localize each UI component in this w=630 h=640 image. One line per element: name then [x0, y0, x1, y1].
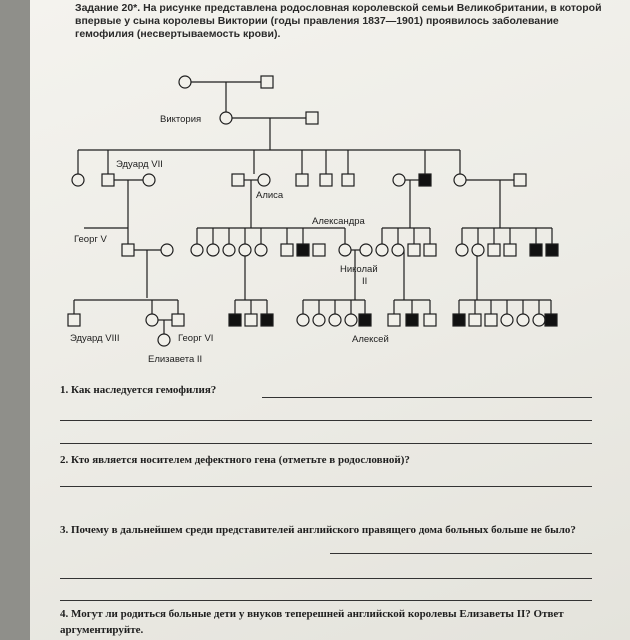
male-symbol: [423, 313, 437, 327]
label-edward8: Эдуард VIII: [70, 333, 120, 344]
alice-symbol: [257, 173, 271, 187]
male-symbol: [484, 313, 498, 327]
task-statement: Задание 20*. На рисунке представлена род…: [75, 2, 605, 41]
female-symbol: [455, 243, 469, 257]
female-symbol: [206, 243, 220, 257]
male-symbol: [312, 243, 326, 257]
label-victoria: Виктория: [160, 114, 201, 125]
female-symbol: [392, 173, 406, 187]
male-symbol: [244, 313, 258, 327]
label-alexandra: Александра: [312, 216, 366, 227]
answer-line[interactable]: [60, 443, 592, 444]
female-symbol: [145, 313, 159, 327]
affected-male-symbol: [405, 313, 419, 327]
alexei-symbol: [358, 313, 372, 327]
female-symbol: [312, 313, 326, 327]
male-symbol: [423, 243, 437, 257]
male-symbol: [260, 75, 274, 89]
affected-male-symbol: [545, 243, 559, 257]
male-symbol: [468, 313, 482, 327]
female-symbol: [375, 243, 389, 257]
answer-line[interactable]: [60, 578, 592, 579]
female-symbol: [160, 243, 174, 257]
george6-symbol: [171, 313, 185, 327]
nicholas2-symbol: [359, 243, 373, 257]
male-symbol: [503, 243, 517, 257]
affected-male-symbol: [228, 313, 242, 327]
label-alexei: Алексей: [352, 334, 389, 345]
affected-male-symbol: [452, 313, 466, 327]
female-symbol: [532, 313, 546, 327]
label-alice: Алиса: [256, 190, 284, 201]
female-symbol: [71, 173, 85, 187]
affected-male-symbol: [529, 243, 543, 257]
answer-line[interactable]: [330, 553, 592, 554]
pedigree-chart: Виктория Эдуард VII Алиса Александра Гео…: [67, 75, 559, 365]
edward8-symbol: [67, 313, 81, 327]
affected-male-symbol: [418, 173, 432, 187]
edward7-symbol: [101, 173, 115, 187]
affected-male-symbol: [260, 313, 274, 327]
female-symbol: [190, 243, 204, 257]
answer-line[interactable]: [60, 600, 592, 601]
question-1: 1. Как наследуется гемофилия?: [60, 384, 217, 396]
question-4: 4. Могут ли родиться больные дети у внук…: [60, 608, 564, 636]
female-symbol: [238, 243, 252, 257]
alexandra-symbol: [338, 243, 352, 257]
worksheet-page: Задание 20*. На рисунке представлена род…: [30, 0, 630, 640]
female-symbol: [453, 173, 467, 187]
male-symbol: [407, 243, 421, 257]
label-elizabeth2: Елизавета II: [148, 354, 202, 365]
answer-line[interactable]: [262, 397, 592, 398]
female-symbol: [254, 243, 268, 257]
victoria-symbol: [219, 111, 233, 125]
female-symbol: [344, 313, 358, 327]
male-symbol: [231, 173, 245, 187]
female-symbol: [391, 243, 405, 257]
question-3: 3. Почему в дальнейшем среди представите…: [60, 524, 576, 536]
question-2: 2. Кто является носителем дефектного ген…: [60, 454, 410, 466]
female-symbol: [471, 243, 485, 257]
affected-male-symbol: [296, 243, 310, 257]
label-nicholas2: Николай: [340, 264, 378, 275]
task-label: Задание 20*.: [75, 2, 141, 14]
female-symbol: [178, 75, 192, 89]
female-symbol: [328, 313, 342, 327]
label-george5: Георг V: [74, 234, 107, 245]
task-text: На рисунке представлена родословная коро…: [75, 2, 602, 40]
george5-symbol: [121, 243, 135, 257]
female-symbol: [516, 313, 530, 327]
answer-line[interactable]: [60, 420, 592, 421]
male-symbol: [513, 173, 527, 187]
male-symbol: [387, 313, 401, 327]
male-symbol: [487, 243, 501, 257]
label-george6: Георг VI: [178, 333, 213, 344]
female-symbol: [500, 313, 514, 327]
affected-male-symbol: [544, 313, 558, 327]
male-symbol: [319, 173, 333, 187]
male-symbol: [280, 243, 294, 257]
answer-line[interactable]: [60, 486, 592, 487]
female-symbol: [222, 243, 236, 257]
elizabeth2-symbol: [157, 333, 171, 347]
male-symbol: [295, 173, 309, 187]
male-symbol: [341, 173, 355, 187]
label-edward7: Эдуард VII: [116, 159, 163, 170]
label-nicholas2-numeral: II: [362, 276, 367, 287]
albert-symbol: [305, 111, 319, 125]
female-symbol: [296, 313, 310, 327]
female-symbol: [142, 173, 156, 187]
